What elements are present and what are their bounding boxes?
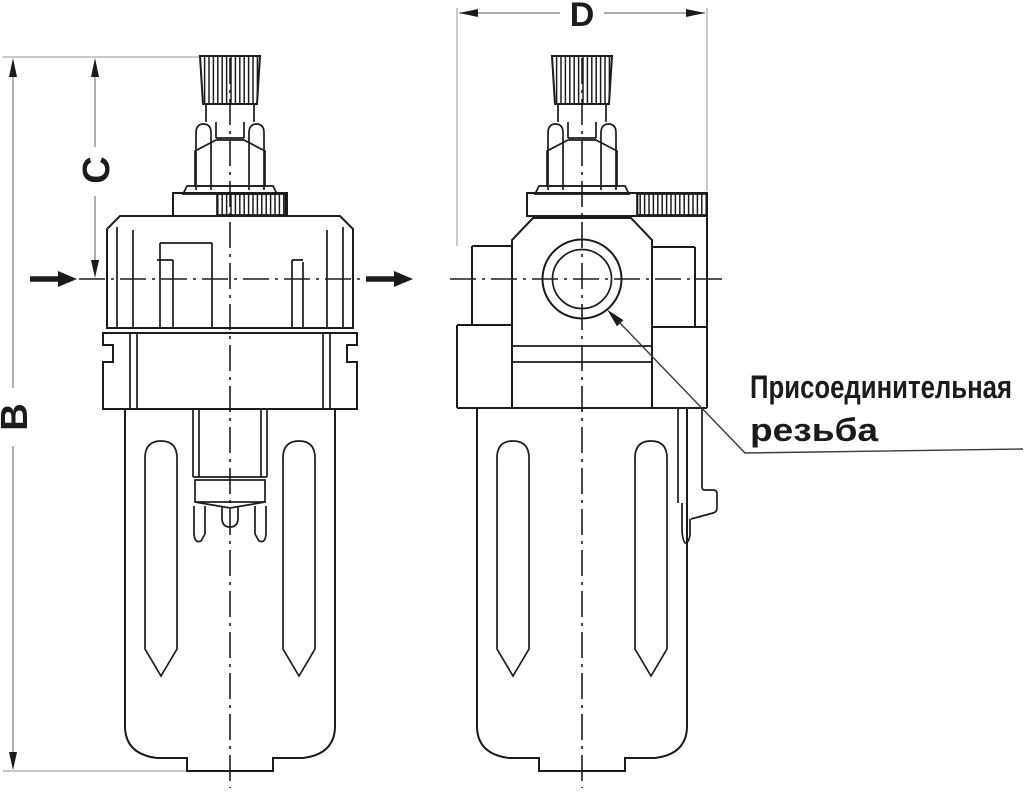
dimension-d: D — [459, 0, 705, 34]
fill-plug-knurl-right — [636, 193, 708, 216]
dim-label-b: B — [0, 403, 36, 430]
left-collar — [102, 332, 358, 410]
annotation-connection-thread: Присоединительная резьба — [607, 309, 1024, 454]
connection-port-inner — [551, 248, 613, 310]
bowl-latch — [677, 408, 718, 544]
annotation-line-2: резьба — [750, 412, 878, 448]
right-view-lubricator — [450, 55, 728, 788]
extension-lines — [3, 8, 708, 772]
dimension-b: B — [0, 58, 36, 770]
dim-label-d: D — [570, 0, 595, 34]
left-body — [106, 215, 354, 329]
left-view-lubricator — [79, 55, 366, 788]
flow-arrows — [30, 271, 413, 287]
annotation-line-1: Присоединительная — [750, 369, 1012, 405]
siphon-tube — [192, 409, 268, 543]
leader-line — [618, 321, 1024, 454]
fill-plug-knurl-left — [216, 193, 287, 216]
dim-label-c: C — [76, 156, 118, 183]
right-body — [511, 217, 653, 408]
connection-port-outer — [541, 238, 623, 320]
dimension-c: C — [76, 58, 118, 278]
